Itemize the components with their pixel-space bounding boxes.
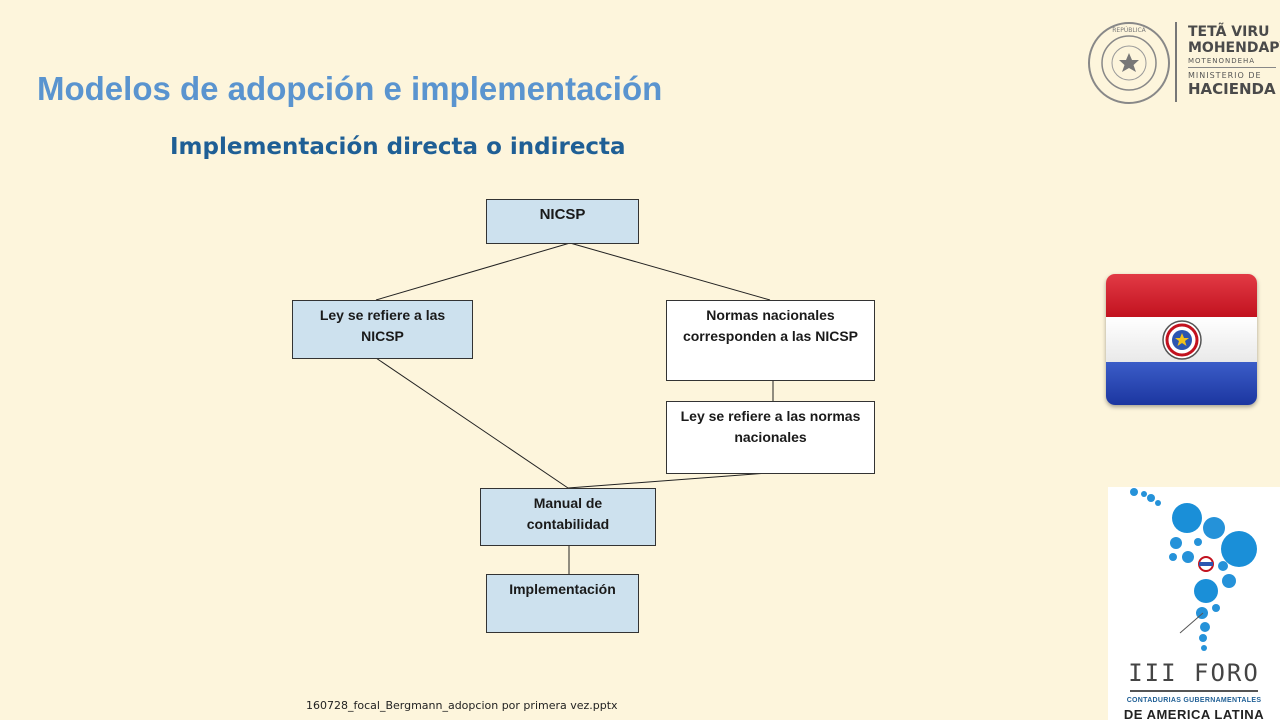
connector-ley-manual — [375, 357, 569, 489]
paraguay-flag-icon — [1106, 274, 1257, 405]
connector-nicsp-normas — [569, 242, 771, 301]
foro-bottom: DE AMERICA LATINA — [1123, 707, 1265, 720]
logo-line5: HACIENDA — [1188, 80, 1276, 98]
logo-rule — [1188, 67, 1276, 68]
flag-emblem-icon — [1162, 320, 1202, 360]
node-manual-label: Manual de contabilidad — [526, 495, 610, 532]
foro-subtitle: CONTADURIAS GUBERNAMENTALES — [1126, 697, 1262, 704]
logo-line3: MOTENONDEHA — [1188, 57, 1256, 65]
node-implementacion: Implementación — [486, 574, 639, 633]
logo-line1: TETÃ VIRU — [1188, 24, 1270, 40]
connector-ley-normas-manual — [567, 472, 769, 489]
svg-text:REPÚBLICA: REPÚBLICA — [1112, 27, 1146, 34]
connector-nicsp-ley — [375, 242, 571, 301]
node-nicsp-label: NICSP — [539, 206, 586, 223]
node-ley-nicsp: Ley se refiere a las NICSP — [292, 300, 473, 359]
foro-map-icon — [1130, 488, 1257, 651]
foro-title: III FORO — [1128, 659, 1260, 687]
slide-subtitle: Implementación directa o indirecta — [170, 134, 626, 160]
node-normas-nacionales: Normas nacionales corresponden a las NIC… — [666, 300, 875, 381]
node-nicsp: NICSP — [486, 199, 639, 244]
foro-logo: III FORO CONTADURIAS GUBERNAMENTALES DE … — [1108, 487, 1280, 720]
node-implementacion-label: Implementación — [509, 581, 616, 597]
node-manual: Manual de contabilidad — [480, 488, 656, 546]
logo-divider — [1175, 22, 1177, 102]
logo-line2: MOHENDAPY — [1188, 40, 1280, 56]
node-ley-normas: Ley se refiere a las normas nacionales — [666, 401, 875, 474]
node-ley-nicsp-label: Ley se refiere a las NICSP — [319, 307, 446, 344]
node-normas-nacionales-label: Normas nacionales corresponden a las NIC… — [682, 307, 859, 344]
foro-rule — [1130, 690, 1258, 692]
ministerio-hacienda-logo: REPÚBLICA TETÃ VIRU MOHENDAPY MOTENONDEH… — [1082, 18, 1280, 106]
footer-filename: 160728_focal_Bergmann_adopcion por prime… — [306, 699, 618, 712]
seal-icon: REPÚBLICA — [1088, 22, 1170, 104]
logo-line4: MINISTERIO DE — [1188, 71, 1262, 80]
slide-title: Modelos de adopción e implementación — [37, 70, 663, 107]
node-ley-normas-label: Ley se refiere a las normas nacionales — [680, 408, 861, 445]
